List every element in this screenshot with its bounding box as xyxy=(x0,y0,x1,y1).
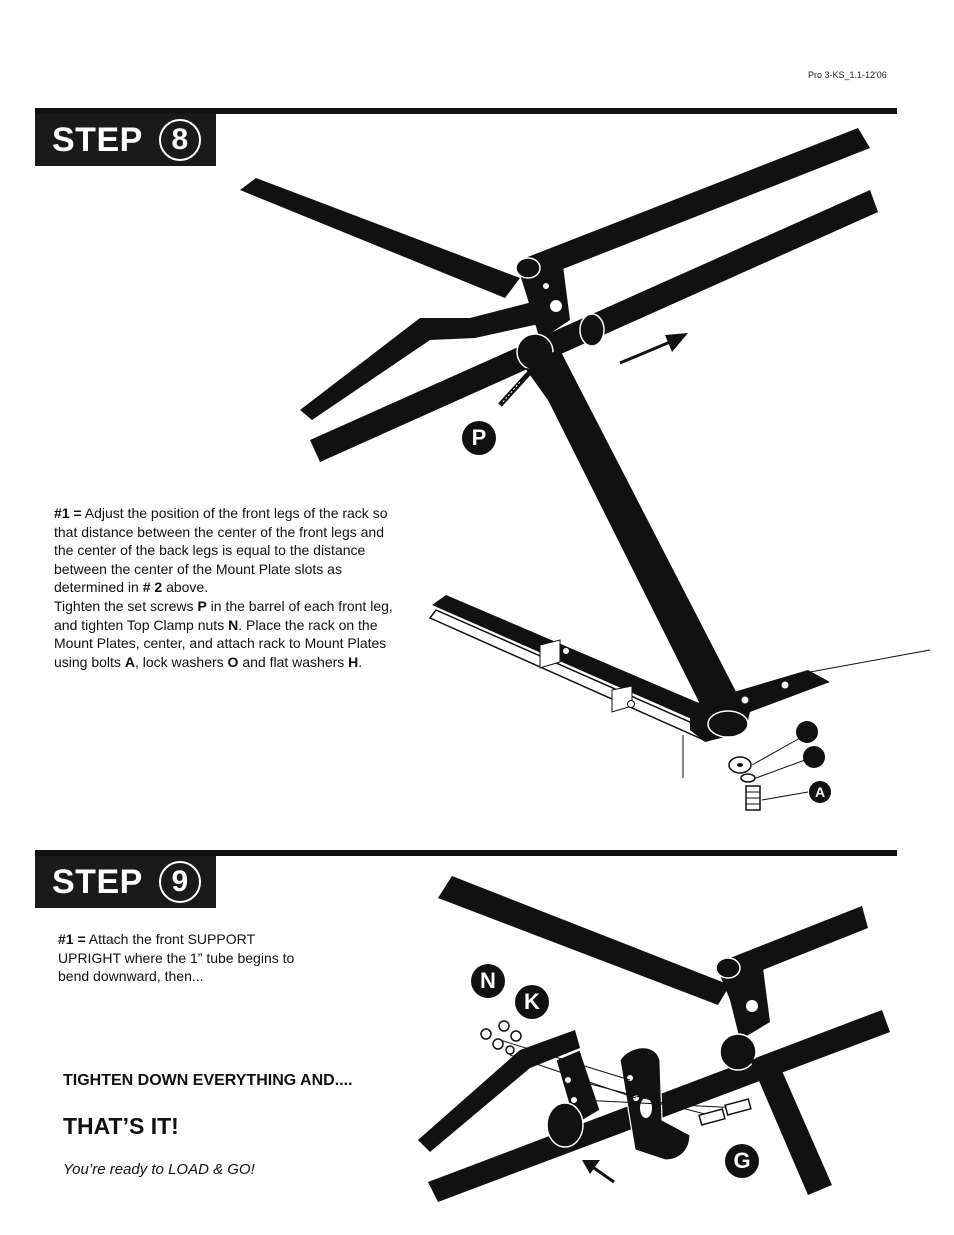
step8-label: #1 = xyxy=(54,505,82,521)
step8-part-n: N xyxy=(228,616,239,633)
step8-text-6: , lock washers xyxy=(134,653,228,670)
callout-a: A xyxy=(809,781,831,803)
top-clamp-9 xyxy=(715,952,832,1195)
step8-number: 8 xyxy=(158,119,201,161)
step8-part-p: P xyxy=(197,597,207,614)
step8-text-7: and flat washers xyxy=(238,653,349,670)
step9-header: STEP 9 xyxy=(35,856,216,908)
front-leg xyxy=(498,333,748,728)
step8-header: STEP 8 xyxy=(35,114,216,166)
rack-rail-back xyxy=(240,128,870,420)
step8-text-8: . xyxy=(358,653,363,670)
step8-part-h: H xyxy=(348,653,359,670)
step8-text-4: in the barrel of each front leg, and tig… xyxy=(54,597,393,633)
closing-tagline: You’re ready to LOAD & GO! xyxy=(63,1161,255,1178)
top-clamp xyxy=(515,252,605,347)
step8-instructions: #1 = Adjust the position of the front le… xyxy=(54,504,406,671)
step8-word: STEP xyxy=(52,120,143,159)
callout-k: K xyxy=(515,985,549,1019)
direction-arrow xyxy=(619,333,688,365)
step9-text: Attach the front SUPPORT UPRIGHT where t… xyxy=(58,931,295,985)
support-upright-clamp xyxy=(499,1039,741,1161)
callout-p: P xyxy=(462,421,496,455)
step8-text-5: . Place the rack on the Mount Plates, ce… xyxy=(54,616,387,670)
step8-part-a: A xyxy=(124,653,135,670)
step9-number: 9 xyxy=(158,861,201,903)
step8-text-2: above. xyxy=(162,579,209,596)
callout-n: N xyxy=(471,964,505,998)
step8-text-3: Tighten the set screws xyxy=(54,597,198,614)
step9-label: #1 = xyxy=(58,931,86,947)
step8-text-1: Adjust the position of the front legs of… xyxy=(54,505,388,596)
step8-part-o: O xyxy=(227,653,239,670)
flat-washer-callout xyxy=(796,721,818,743)
step9-instructions: #1 = Attach the front SUPPORT UPRIGHT wh… xyxy=(58,930,318,986)
hardware-stack xyxy=(728,721,825,811)
nuts-and-bolts-9 xyxy=(480,1020,752,1126)
mount-plate xyxy=(428,595,931,778)
step8-rule xyxy=(35,108,897,114)
direction-arrow-9 xyxy=(582,1160,615,1184)
closing-thats-it: THAT’S IT! xyxy=(63,1113,179,1139)
lock-washer-callout xyxy=(803,746,825,768)
step8-ref: # 2 xyxy=(142,579,163,596)
step9-word: STEP xyxy=(52,862,143,901)
closing-headline: TIGHTEN DOWN EVERYTHING AND.... xyxy=(63,1072,353,1089)
document-code: Pro 3-KS_1.1-12'06 xyxy=(808,70,887,80)
callout-g: G xyxy=(725,1144,759,1178)
step9-rule xyxy=(35,850,897,856)
